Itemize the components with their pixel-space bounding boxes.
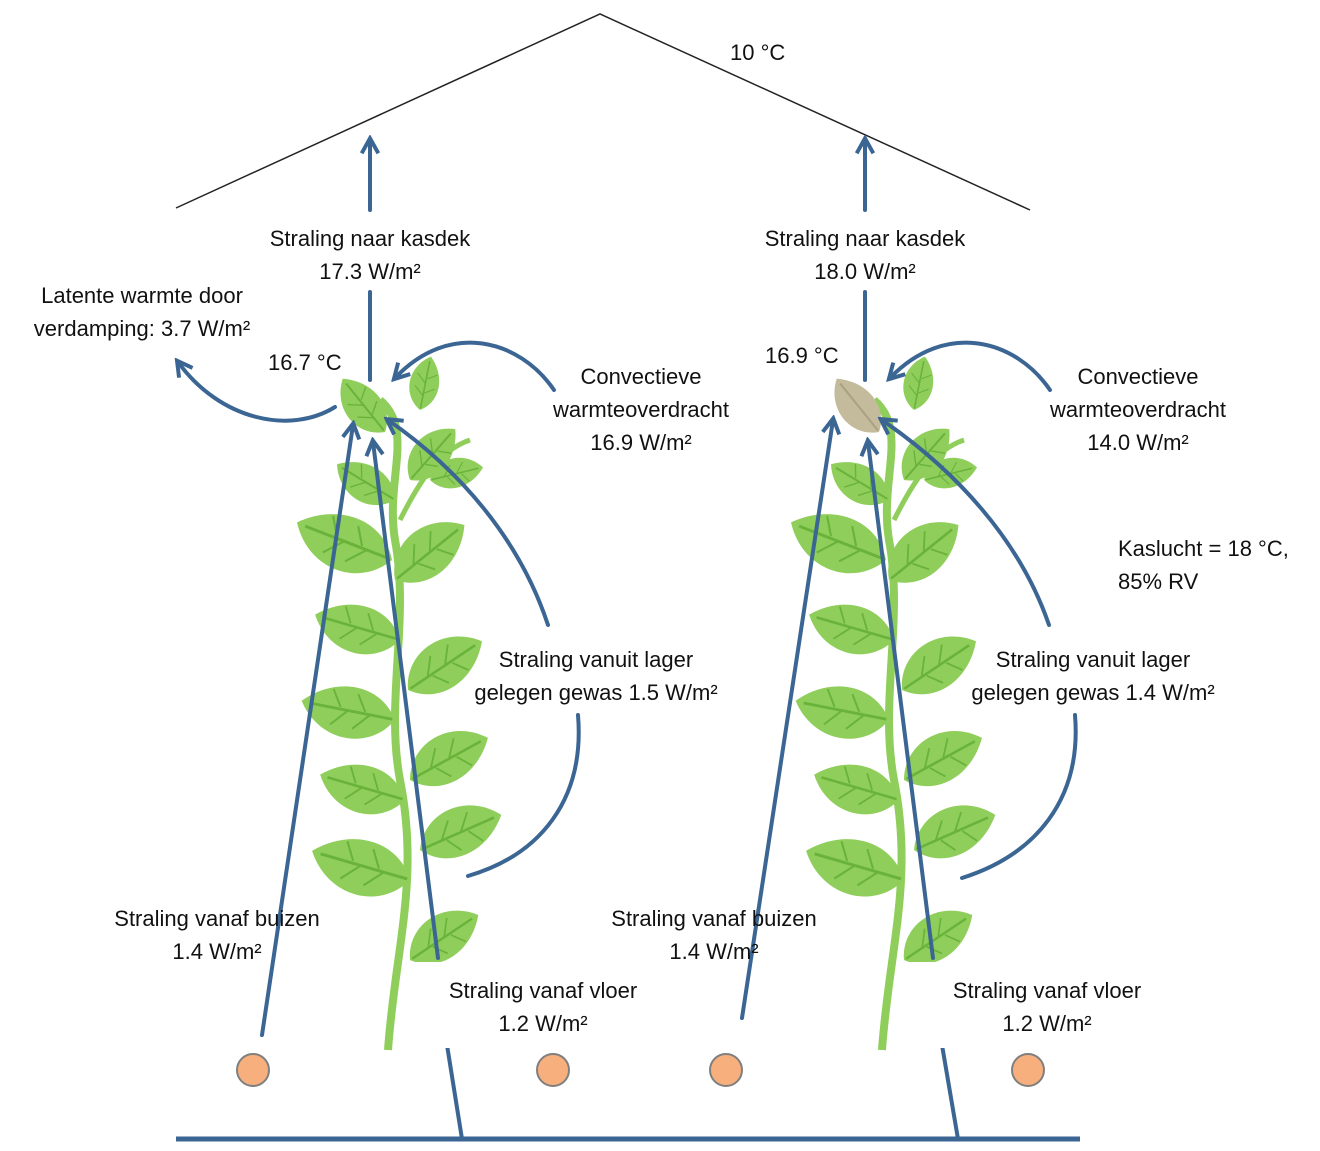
arrow-left-convection [395, 340, 556, 392]
right-leaf-temperature: 16.9 °C [765, 343, 839, 368]
floor-support-right [940, 1044, 960, 1140]
arrow-right-convection [890, 340, 1052, 392]
arrows-right [740, 140, 1078, 1020]
arrow-left-latent [178, 362, 337, 423]
floor-support-left [445, 1044, 464, 1140]
pipe-icon [236, 1053, 270, 1087]
arrow-left-floor [373, 442, 440, 960]
greenhouse-air-label: Kaslucht = 18 °C,85% RV [1118, 536, 1289, 594]
label-mask-left [410, 962, 660, 1048]
arrow-right-floor [868, 442, 935, 960]
arrow-left-pipes [260, 425, 353, 1037]
greenhouse-roof [175, 13, 1031, 211]
pipe-icon [709, 1053, 743, 1087]
target-leaf-right [834, 378, 881, 433]
arrows-left [178, 140, 581, 1037]
arrow-right-lower-crop-tail [960, 713, 1078, 880]
left-leaf-temperature: 16.7 °C [268, 350, 342, 375]
plant-left [284, 352, 512, 1051]
pipe-icon [536, 1053, 570, 1087]
roof-temperature: 10 °C [730, 40, 786, 65]
heating-pipes [236, 1053, 1045, 1087]
arrow-right-pipes [740, 420, 833, 1020]
plant-right [778, 352, 1006, 1051]
label-mask-right [905, 962, 1155, 1048]
pipe-icon [1011, 1053, 1045, 1087]
arrow-left-lower-crop [388, 420, 550, 627]
arrow-right-lower-crop [882, 420, 1051, 627]
arrow-left-lower-crop-tail [466, 713, 581, 878]
